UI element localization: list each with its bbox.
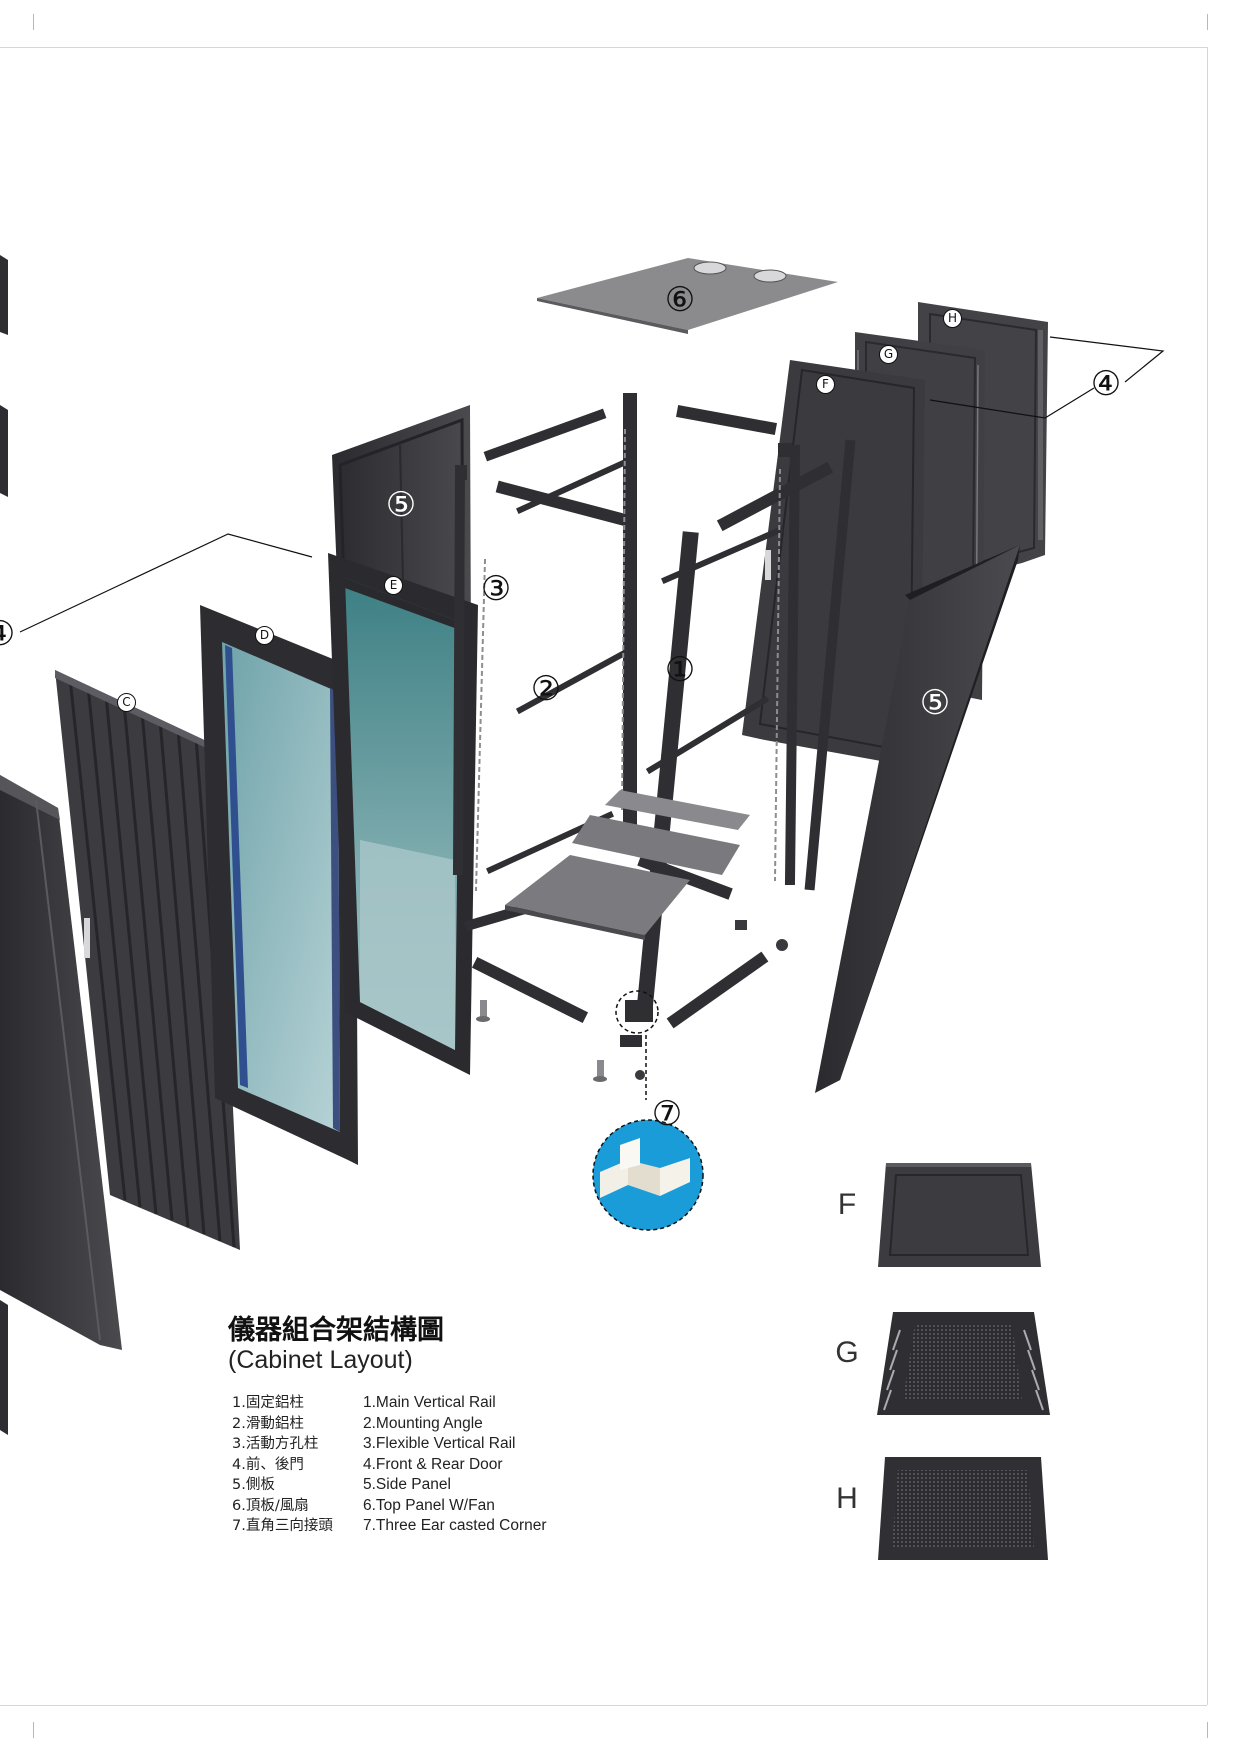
callout-corner: ⑦ [651, 1094, 683, 1134]
door-letter-g: G [879, 345, 898, 364]
hardware [476, 920, 788, 1082]
callout-mounting-angle: ② [530, 669, 562, 709]
title-chinese: 儀器組合架結構圖 [228, 1315, 444, 1346]
door-letter-h: H [943, 309, 962, 328]
legend-en-item: 7.Three Ear casted Corner [363, 1517, 547, 1534]
legend-zh-item: 4.前、後門 [232, 1456, 304, 1473]
door-letter-f: F [816, 375, 835, 394]
variant-label-g: G [835, 1336, 859, 1369]
panel-variant-h [878, 1457, 1048, 1560]
legend-zh-item: 5.側板 [232, 1477, 275, 1493]
door-d [200, 605, 358, 1165]
callout-door-front: ④ [0, 617, 16, 651]
legend-english: 1.Main Vertical Rail 2.Mounting Angle 3.… [363, 1393, 547, 1537]
legend-en-item: 6.Top Panel W/Fan [363, 1496, 495, 1514]
callout-side-panel-right: ⑤ [919, 683, 951, 723]
trim-line-right [1207, 47, 1208, 1705]
trim-line-bottom [0, 1705, 1207, 1706]
legend-en-item: 5.Side Panel [363, 1476, 451, 1493]
legend-en-item: 2.Mounting Angle [363, 1414, 483, 1432]
legend-en-item: 4.Front & Rear Door [363, 1455, 503, 1473]
callout-main-rail: ① [664, 650, 696, 690]
top-panel [537, 258, 838, 334]
corner-detail [592, 990, 704, 1231]
callout-flexible-rail: ③ [480, 569, 512, 609]
callout-door-rear: ④ [1090, 364, 1122, 404]
legend-en-item: 1.Main Vertical Rail [363, 1394, 496, 1411]
title-english: (Cabinet Layout) [228, 1346, 413, 1374]
variant-label-h: H [836, 1482, 858, 1515]
side-panel-left [0, 775, 122, 1435]
door-letter-c: C [117, 693, 136, 712]
legend-zh-item: 1.固定鋁柱 [232, 1395, 304, 1411]
trim-line-top [0, 47, 1207, 48]
shelves [505, 790, 750, 940]
crop-mark-bottom-right [1207, 1722, 1208, 1738]
legend-chinese: 1.固定鋁柱 2.滑動鋁柱 3.活動方孔柱 4.前、後門 5.側板 6.頂板/風… [232, 1393, 333, 1537]
legend-en-item: 3.Flexible Vertical Rail [363, 1435, 516, 1452]
panel-variant-g [877, 1312, 1050, 1415]
frame [452, 393, 856, 1029]
crop-mark-top-right [1207, 14, 1208, 30]
left-cut-panels [0, 255, 8, 497]
leader-lines [19, 336, 1165, 633]
side-panel-right [815, 545, 1020, 1093]
legend-zh-item: 6.頂板/風扇 [232, 1497, 309, 1514]
panel-variant-f [878, 1163, 1041, 1267]
door-letter-d: D [255, 626, 274, 645]
legend-zh-item: 7.直角三向接頭 [232, 1518, 333, 1534]
legend-zh-item: 2.滑動鋁柱 [232, 1415, 304, 1432]
callout-top-panel: ⑥ [664, 280, 696, 320]
crop-mark-bottom-left [33, 1722, 34, 1738]
door-letter-e: E [384, 576, 403, 595]
variant-label-f: F [837, 1188, 857, 1221]
crop-mark-top-left [33, 14, 34, 30]
callout-side-panel-back: ⑤ [385, 485, 417, 525]
door-c [55, 670, 240, 1250]
door-e [328, 553, 478, 1075]
legend-zh-item: 3.活動方孔柱 [232, 1436, 319, 1452]
